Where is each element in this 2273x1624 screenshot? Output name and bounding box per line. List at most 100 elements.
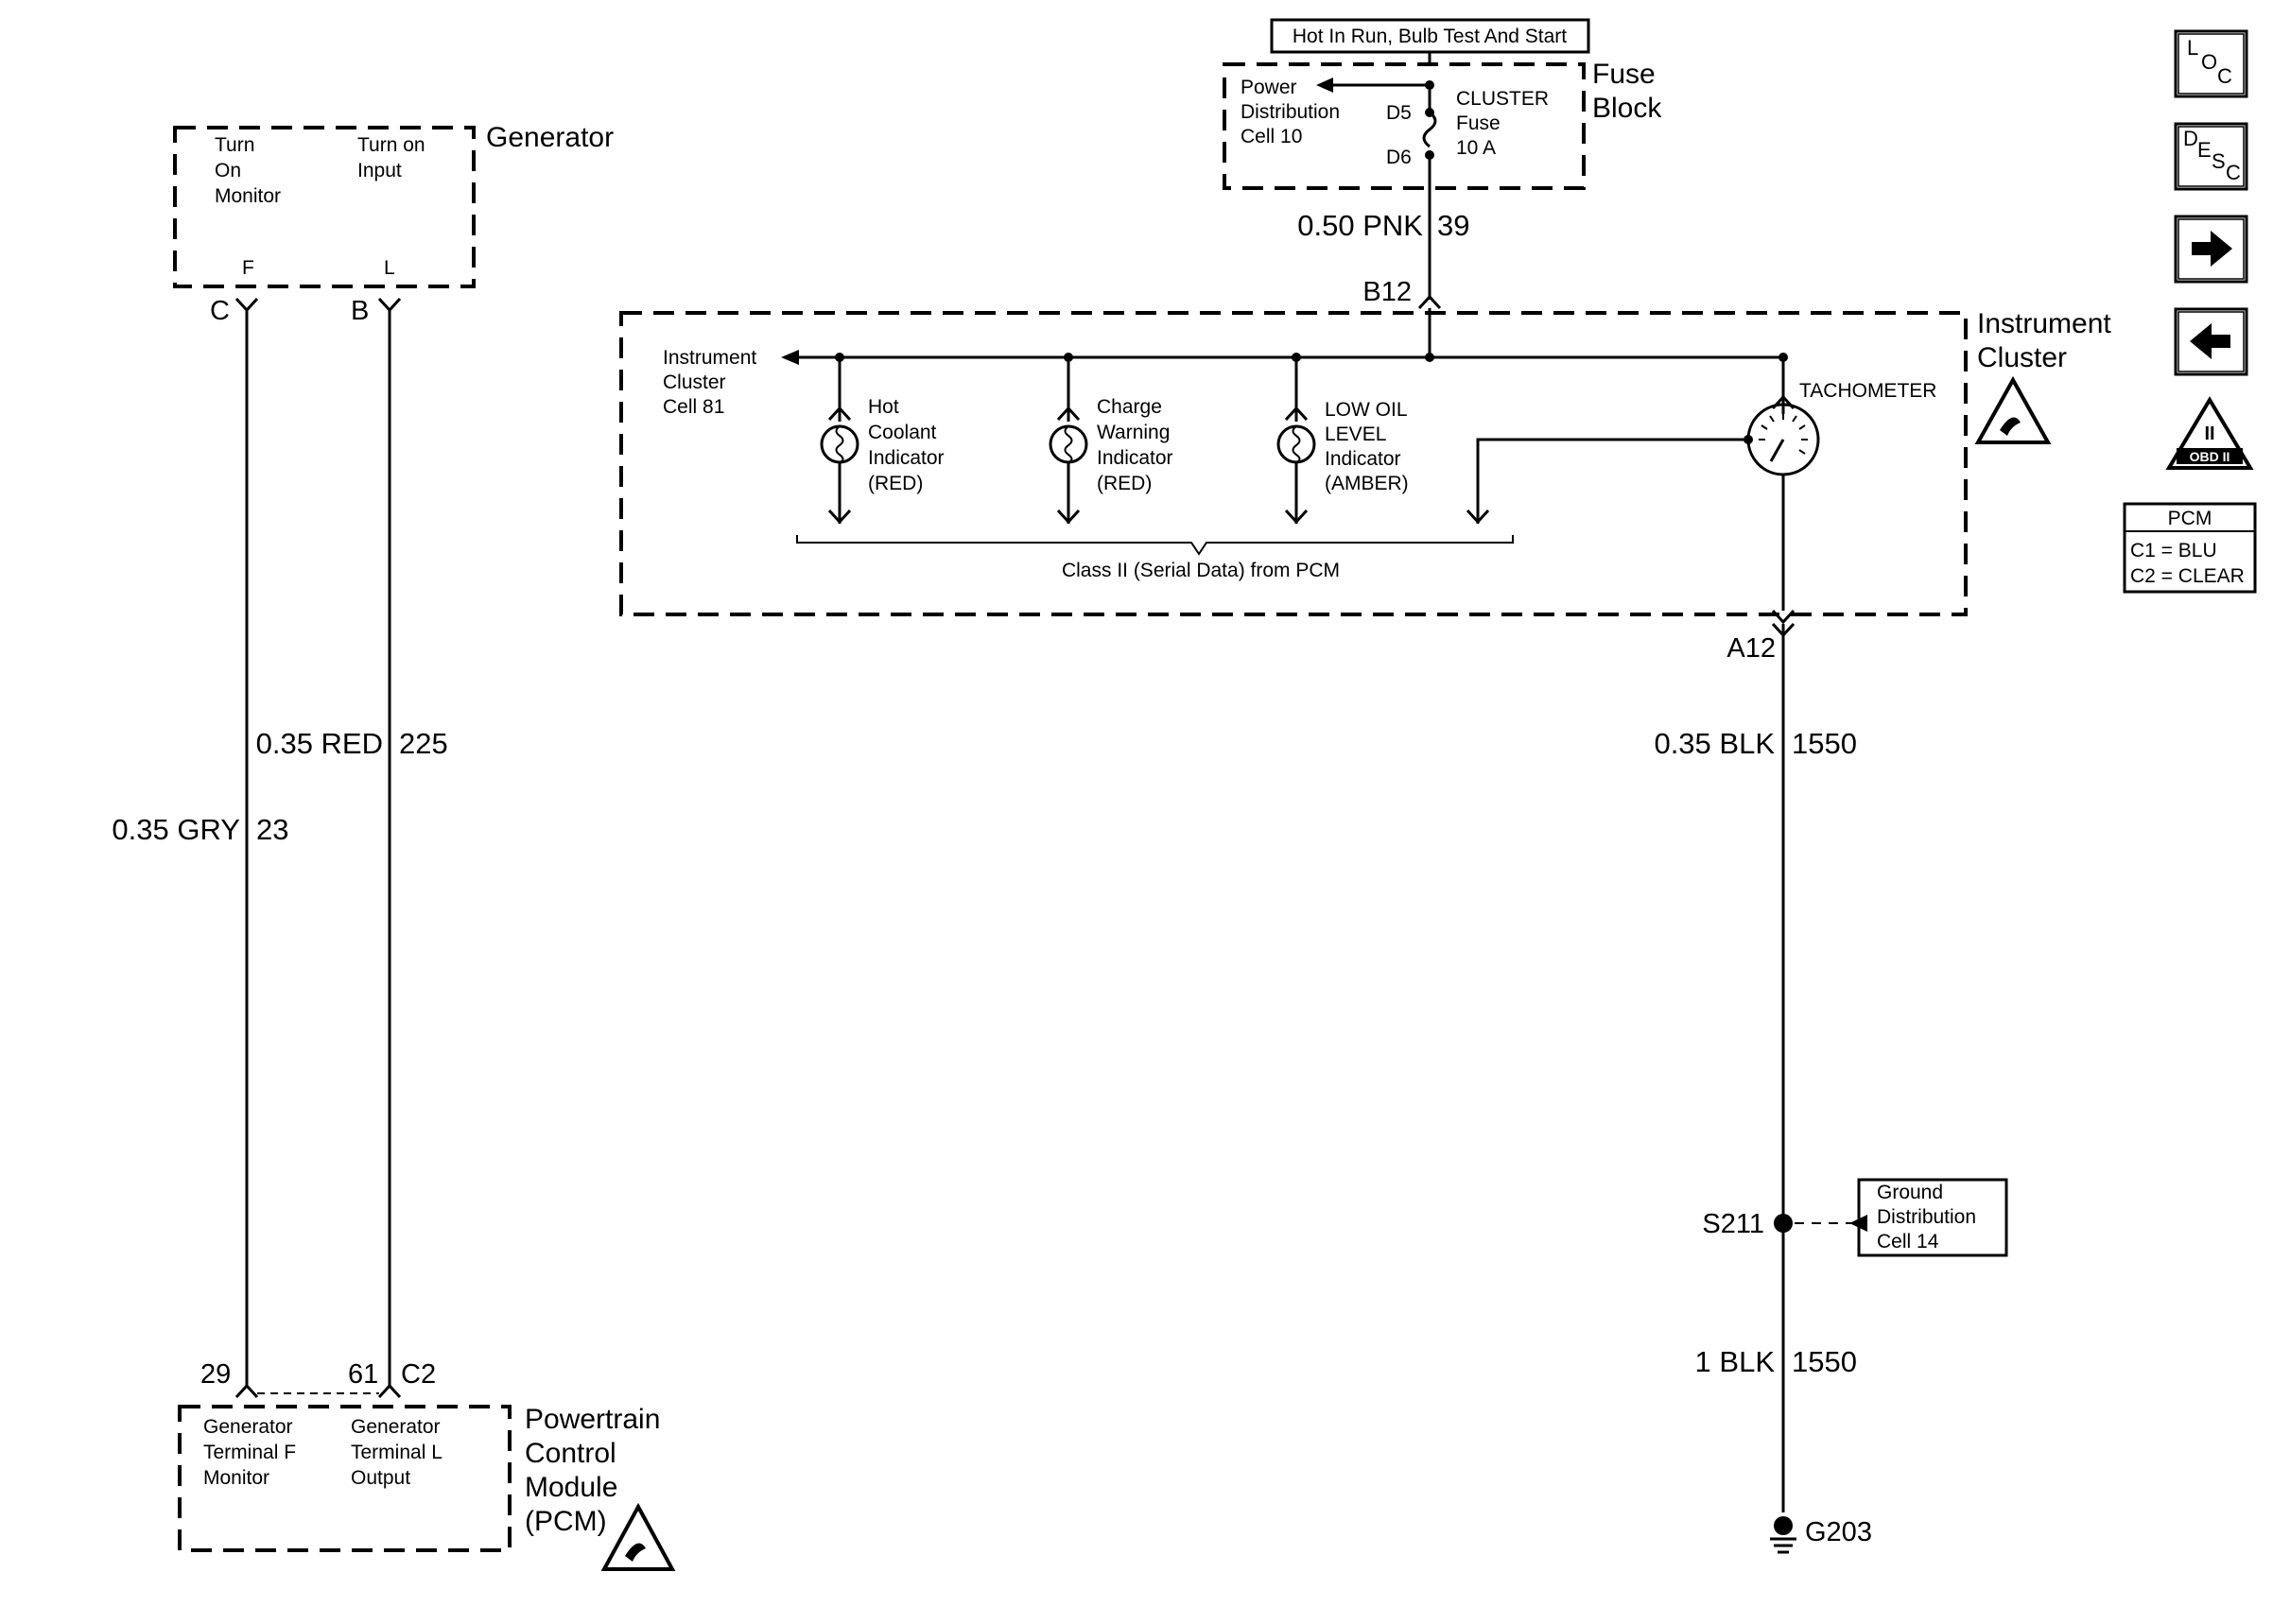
obd-ii-label: OBD II	[2190, 449, 2230, 464]
low-oil-label-3: Indicator	[1325, 448, 1401, 470]
splice-s211-dot	[1774, 1214, 1793, 1233]
desc-button[interactable]: D E S C	[2174, 122, 2248, 191]
terminal-l-label-1: Generator	[351, 1416, 441, 1438]
desc-d: D	[2183, 127, 2198, 150]
wire-pnk-circuit: 39	[1437, 209, 1469, 242]
wire-pnk-size: 0.50 PNK	[1297, 209, 1423, 242]
ground-dist-label-2: Distribution	[1877, 1206, 1976, 1228]
wire-blk-ground-circuit: 1550	[1792, 1345, 1857, 1378]
serial-data-line	[1476, 438, 1748, 510]
generator-connector-c: C	[210, 296, 230, 326]
wire-blk-ground-size: 1 BLK	[1695, 1345, 1776, 1378]
power-dist-label-1: Power	[1241, 77, 1297, 98]
generator-pin-f: F	[242, 257, 254, 279]
pcm-title-1: Powertrain	[525, 1404, 660, 1435]
pcm-pin-61: 61	[348, 1359, 378, 1390]
hot-coolant-label-1: Hot	[868, 396, 899, 418]
low-oil-indicator	[1276, 353, 1316, 525]
obd-ii-icon: II OBD II	[2165, 396, 2254, 470]
terminal-f-label-1: Generator	[203, 1416, 293, 1438]
turn-on-monitor-label-3: Monitor	[215, 185, 281, 207]
pcm-legend-box	[2123, 502, 2257, 594]
pcm-pin-61-symbol	[377, 1383, 402, 1399]
left-arrow-icon	[2190, 323, 2230, 359]
right-arrow-icon	[2192, 231, 2232, 267]
obd-ii-numeral: II	[2204, 423, 2214, 444]
wire-gry-size: 0.35 GRY	[112, 813, 240, 846]
cluster-connector-b12: B12	[1362, 277, 1412, 307]
generator-component: Generator Turn On Monitor Turn on Input …	[173, 122, 614, 326]
charge-warning-label-2: Warning	[1097, 422, 1170, 443]
hot-coolant-indicator	[820, 353, 859, 525]
turn-on-monitor-label-2: On	[215, 160, 241, 181]
ground-dist-label-1: Ground	[1877, 1182, 1943, 1203]
loc-o: O	[2201, 50, 2217, 74]
serial-data-label: Class II (Serial Data) from PCM	[1062, 560, 1340, 581]
pcm-pin-29: 29	[200, 1359, 231, 1390]
fuse-name-3: 10 A	[1456, 137, 1496, 159]
fuse-pin-d6: D6	[1386, 147, 1412, 168]
fuse-icon	[1422, 111, 1437, 148]
wire-blk-size: 0.35 BLK	[1654, 727, 1775, 760]
generator-box	[173, 126, 476, 288]
cluster-cell-ref-3: Cell 81	[663, 396, 724, 418]
cluster-title-2: Cluster	[1977, 342, 2067, 373]
turn-on-monitor-label-1: Turn	[215, 134, 254, 156]
turn-on-input-label-1: Turn on	[357, 134, 425, 156]
fuse-block-component: Hot In Run, Bulb Test And Start Fuse Blo…	[1223, 18, 1662, 190]
esd-warning-icon	[600, 1502, 676, 1571]
cluster-cell-ref-1: Instrument	[663, 347, 756, 369]
cluster-cell-ref-2: Cluster	[663, 371, 726, 393]
prev-arrow-button[interactable]	[2174, 307, 2248, 376]
cluster-title-1: Instrument	[1977, 308, 2111, 339]
low-oil-label-2: LEVEL	[1325, 423, 1386, 445]
charge-warning-label-3: Indicator	[1097, 447, 1173, 469]
hot-coolant-label-3: Indicator	[868, 447, 945, 469]
low-oil-label-1: LOW OIL	[1325, 399, 1408, 421]
ground-dist-box	[1857, 1178, 2008, 1257]
terminal-l-label-3: Output	[351, 1467, 410, 1489]
pcm-legend-title: PCM	[2168, 508, 2212, 529]
splice-s211-label: S211	[1702, 1209, 1764, 1239]
fuse-block-title-1: Fuse	[1592, 59, 1656, 90]
pcm-legend: PCM C1 = BLU C2 = CLEAR	[2123, 502, 2257, 594]
loc-c: C	[2217, 64, 2232, 88]
pcm-title-3: Module	[525, 1472, 617, 1503]
ground-icon	[1770, 1516, 1796, 1554]
desc-c: C	[2226, 161, 2241, 184]
charge-warning-indicator	[1049, 353, 1088, 525]
bus-node-feed	[1425, 353, 1434, 362]
terminal-f-label-2: Terminal F	[203, 1442, 296, 1463]
fuse-block-title-2: Block	[1592, 93, 1662, 124]
pcm-pin-29-symbol	[234, 1383, 259, 1399]
desc-s: S	[2212, 149, 2226, 173]
connector-c-symbol	[234, 297, 259, 313]
pcm-component: 29 61 C2 Generator Terminal F Monitor Ge…	[178, 1359, 676, 1571]
wire-red-circuit: 225	[399, 727, 448, 760]
low-oil-label-4: (AMBER)	[1325, 473, 1409, 494]
charge-warning-label-1: Charge	[1097, 396, 1162, 418]
hot-in-run-label: Hot In Run, Bulb Test And Start	[1293, 26, 1567, 47]
cluster-esd-warning-icon	[1974, 375, 2052, 444]
fuse-block-box	[1223, 62, 1586, 190]
terminal-f-label-3: Monitor	[203, 1467, 269, 1489]
ground-g203-label: G203	[1805, 1517, 1872, 1547]
loc-button[interactable]: L O C	[2174, 29, 2248, 98]
connector-b-symbol	[377, 297, 402, 313]
generator-title: Generator	[486, 122, 614, 153]
tachometer-gauge	[1744, 357, 1820, 625]
pcm-legend-c2: C2 = CLEAR	[2130, 565, 2245, 587]
pcm-legend-c1: C1 = BLU	[2130, 540, 2217, 561]
fuse-pin-d5: D5	[1386, 102, 1412, 124]
wire-blk-circuit: 1550	[1792, 727, 1857, 760]
desc-e: E	[2197, 138, 2212, 162]
next-arrow-button[interactable]	[2174, 215, 2248, 284]
instrument-cluster-box	[619, 311, 1968, 616]
power-dist-label-2: Distribution	[1241, 101, 1340, 123]
tachometer-label: TACHOMETER	[1799, 380, 1936, 402]
generator-pin-l: L	[384, 257, 395, 279]
power-dist-label-3: Cell 10	[1241, 126, 1302, 147]
cluster-ref-arrow-icon	[781, 350, 799, 365]
pcm-title-4: (PCM)	[525, 1506, 607, 1537]
